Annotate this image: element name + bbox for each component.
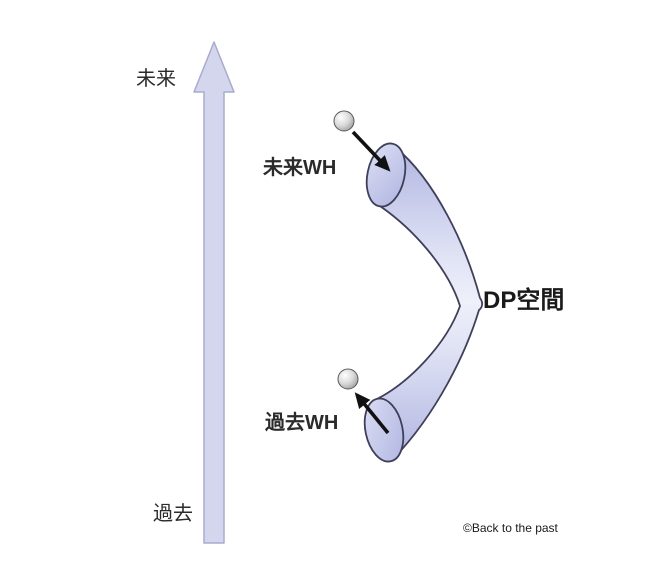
time-axis-arrow-icon <box>193 41 235 544</box>
past-axis-label: 過去 <box>153 503 193 525</box>
enter-future-arrow-icon <box>351 130 391 172</box>
object-sphere-past <box>337 368 359 390</box>
dp-space-label: DP空間 <box>483 287 565 314</box>
credit-text: ©Back to the past <box>463 521 558 535</box>
exit-past-arrow-icon <box>354 392 390 435</box>
object-sphere-future <box>333 110 355 132</box>
future-wormhole-label: 未来WH <box>263 157 337 179</box>
future-axis-label: 未来 <box>136 68 176 90</box>
past-wormhole-label: 過去WH <box>265 412 339 434</box>
